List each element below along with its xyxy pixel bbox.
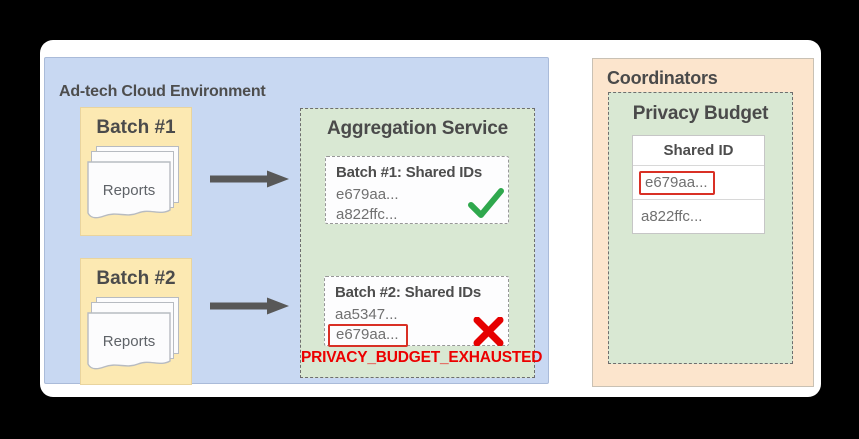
shared-id-value-flagged-line: e679aa...	[328, 324, 498, 347]
report-page-front-icon	[87, 312, 171, 370]
adtech-environment-title: Ad-tech Cloud Environment	[59, 83, 266, 100]
arrow-right-icon	[210, 297, 289, 315]
privacy-budget-exhausted-label: PRIVACY_BUDGET_EXHAUSTED	[301, 349, 543, 366]
shared-id-value: aa5347...	[335, 306, 398, 323]
report-page-front-icon	[87, 161, 171, 219]
success-check-icon	[468, 188, 504, 218]
diagram-card: Ad-tech Cloud Environment Batch #1 Repor…	[40, 40, 821, 397]
shared-id-value: a822ffc...	[336, 206, 398, 223]
batch1-result-card: Batch #1: Shared IDs e679aa... a822ffc..…	[325, 156, 509, 224]
privacy-budget-title: Privacy Budget	[632, 103, 769, 124]
batch2-reports-stack: Reports	[87, 296, 179, 374]
aggregation-service-box: Aggregation Service Batch #1: Shared IDs…	[300, 108, 543, 378]
flagged-shared-id-outline: e679aa...	[639, 171, 715, 196]
adtech-environment-box: Ad-tech Cloud Environment Batch #1 Repor…	[44, 57, 549, 385]
table-row: a822ffc...	[641, 208, 703, 225]
batch1-reports-label: Reports	[102, 182, 156, 199]
error-cross-icon	[473, 317, 504, 346]
batch1-reports-stack: Reports	[87, 145, 179, 223]
privacy-budget-box: Privacy Budget Shared ID e679aa... a822f…	[608, 92, 793, 364]
arrow-right-icon	[210, 170, 289, 188]
table-row: e679aa...	[633, 166, 764, 200]
batch1-result-title: Batch #1: Shared IDs	[336, 164, 483, 181]
batch2-box: Batch #2 Reports	[80, 258, 192, 385]
batch2-result-title: Batch #2: Shared IDs	[335, 284, 482, 301]
batch1-label: Batch #1	[96, 117, 176, 138]
shared-id-value: e679aa...	[336, 186, 399, 203]
shared-id-table-header: Shared ID	[633, 136, 764, 166]
batch2-reports-label: Reports	[102, 333, 156, 350]
flagged-shared-id-outline: e679aa...	[328, 324, 408, 347]
batch2-result-card: Batch #2: Shared IDs aa5347... e679aa...	[324, 276, 509, 347]
batch1-box: Batch #1 Reports	[80, 107, 192, 236]
shared-id-table: Shared ID e679aa... a822ffc...	[632, 135, 765, 234]
aggregation-service-title: Aggregation Service	[327, 118, 508, 139]
coordinators-title: Coordinators	[607, 68, 718, 88]
coordinators-box: Coordinators Privacy Budget Shared ID e6…	[592, 58, 814, 387]
batch2-label: Batch #2	[96, 268, 176, 289]
